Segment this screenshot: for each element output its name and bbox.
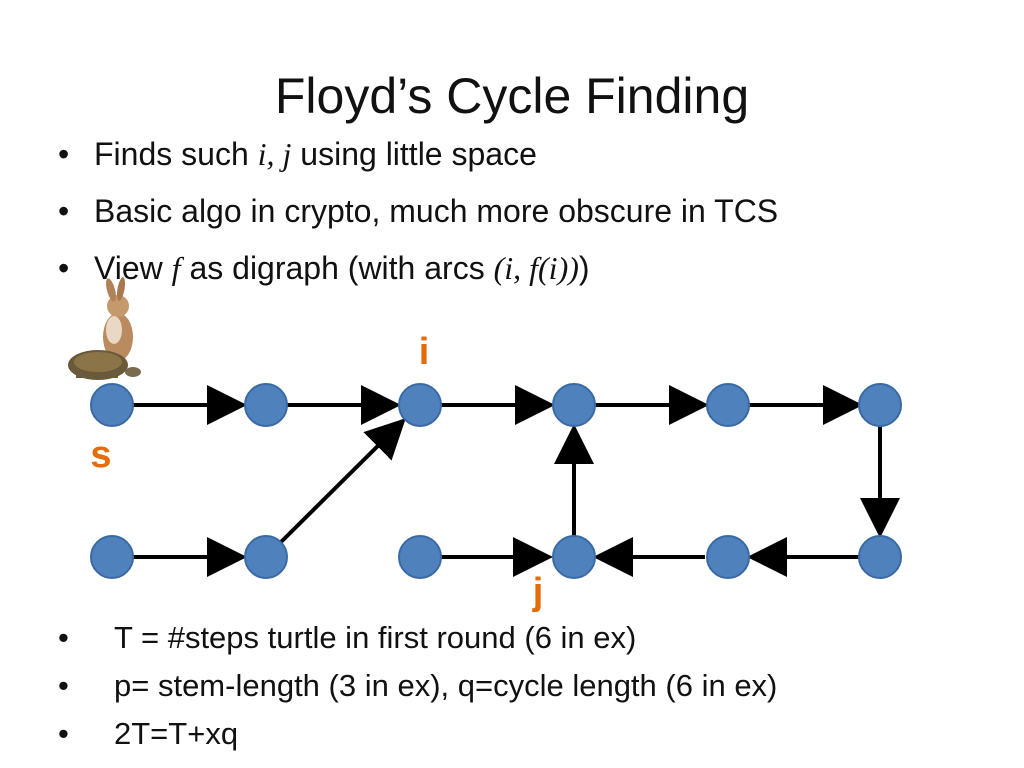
label-s: s — [90, 434, 111, 476]
edge — [279, 418, 406, 544]
bullet-t-steps: • T = #steps turtle in first round (6 in… — [58, 620, 777, 656]
bullet-text: ) — [578, 250, 590, 286]
bottom-bullet-list: • T = #steps turtle in first round (6 in… — [58, 620, 777, 764]
bullet-equation: • 2T=T+xq — [58, 716, 777, 752]
node — [244, 383, 288, 427]
node — [552, 535, 596, 579]
rabbit-icon — [103, 277, 133, 361]
bullet-text: 2T=T+xq — [114, 716, 239, 751]
bullet-dot: • — [58, 668, 69, 703]
node — [90, 535, 134, 579]
node — [706, 383, 750, 427]
bullet-dot: • — [58, 250, 70, 286]
node — [706, 535, 750, 579]
bullet-stem-length: • p= stem-length (3 in ex), q=cycle leng… — [58, 668, 777, 704]
bullet-view-f: • View f as digraph (with arcs (i, f(i))… — [58, 250, 778, 286]
math-i-j: i, j — [257, 136, 292, 172]
bullet-text: Basic algo in crypto, much more obscure … — [94, 193, 779, 229]
math-arc: (i, f(i)) — [493, 250, 579, 286]
math-f: f — [171, 250, 181, 286]
top-bullet-list: • Finds such i, j using little space • B… — [58, 136, 778, 307]
node — [552, 383, 596, 427]
node — [398, 535, 442, 579]
bullet-dot: • — [58, 716, 69, 751]
bullet-text: p= stem-length (3 in ex), q=cycle length… — [114, 668, 778, 703]
bullet-text: Finds such — [94, 136, 258, 172]
bullet-finds-such: • Finds such i, j using little space — [58, 136, 778, 172]
graph-nodes — [90, 383, 902, 579]
bullet-dot: • — [58, 193, 70, 229]
slide-title: Floyd’s Cycle Finding — [274, 68, 750, 124]
bullet-basic-algo: • Basic algo in crypto, much more obscur… — [58, 193, 778, 229]
turtle-icon — [68, 350, 141, 380]
node — [858, 535, 902, 579]
bullet-text: View — [94, 250, 172, 286]
bullet-dot: • — [58, 620, 69, 655]
bullet-text: using little space — [291, 136, 537, 172]
bullet-text: as digraph (with arcs — [180, 250, 494, 286]
node — [398, 383, 442, 427]
node — [858, 383, 902, 427]
node — [90, 383, 134, 427]
label-i: i — [419, 331, 430, 373]
label-j: j — [532, 571, 544, 613]
bullet-text: T = #steps turtle in first round (6 in e… — [114, 620, 637, 655]
bullet-dot: • — [58, 136, 70, 172]
node — [244, 535, 288, 579]
